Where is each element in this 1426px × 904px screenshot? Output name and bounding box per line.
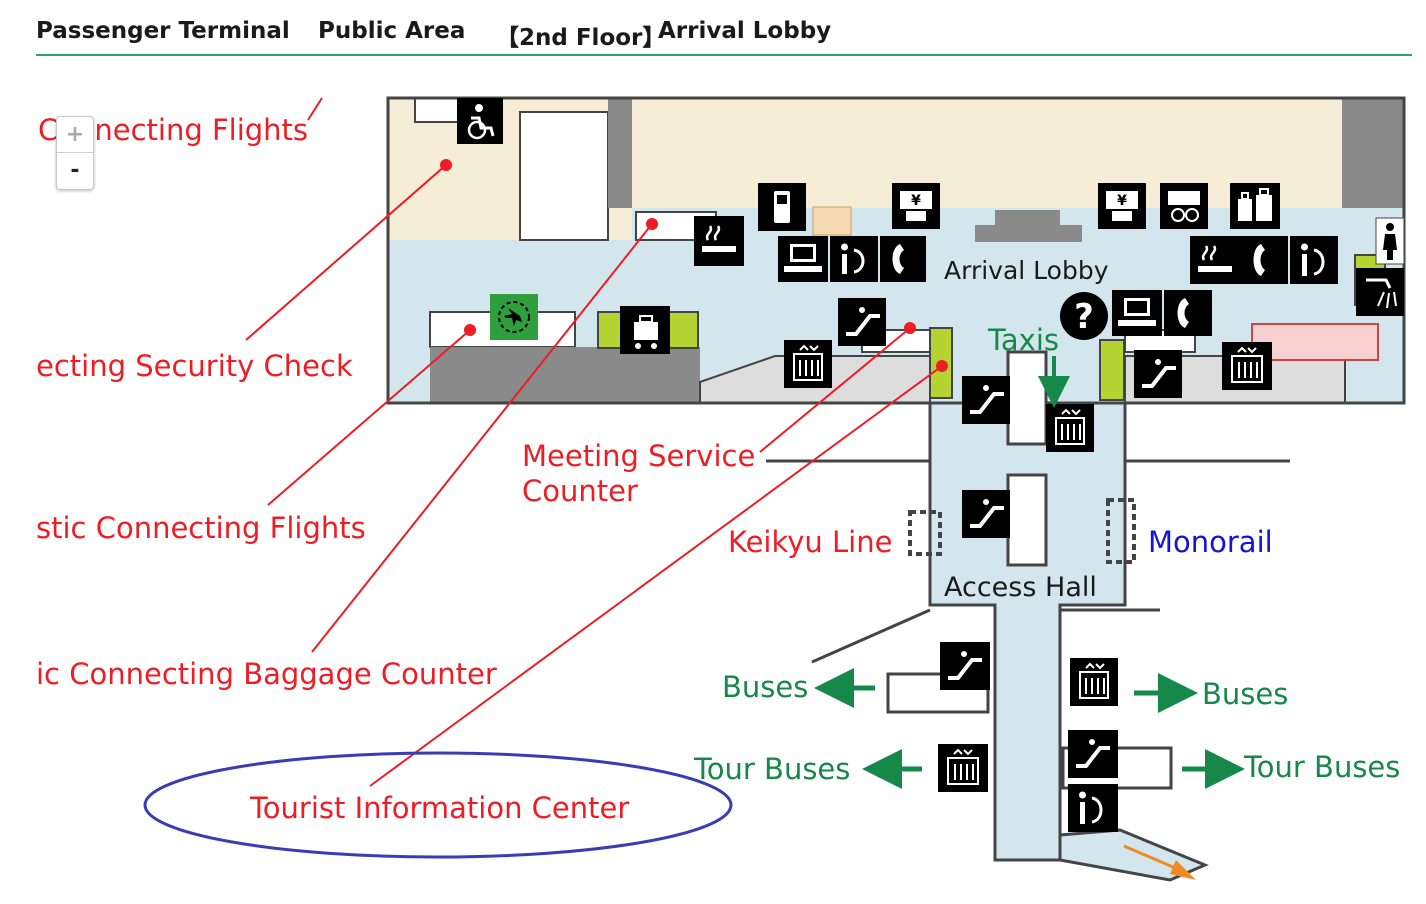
- smoking-icon[interactable]: [1190, 236, 1240, 284]
- svg-text:¥: ¥: [911, 193, 921, 209]
- mobile-phone-icon[interactable]: [758, 183, 806, 231]
- header-place: Arrival Lobby: [658, 18, 832, 44]
- label-tour-buses-left[interactable]: Tour Buses: [693, 752, 850, 786]
- information-icon[interactable]: [830, 236, 878, 282]
- telephone-icon[interactable]: [1164, 290, 1212, 336]
- escalator-icon[interactable]: [1134, 350, 1182, 398]
- restroom-icon[interactable]: [1375, 217, 1405, 265]
- information-icon[interactable]: [1290, 236, 1338, 284]
- atm-icon[interactable]: ¥: [1098, 183, 1146, 229]
- elevator-icon[interactable]: [1222, 342, 1272, 390]
- internet-terminal-icon[interactable]: [778, 236, 828, 282]
- zoom-in-button[interactable]: +: [57, 117, 93, 153]
- help-icon[interactable]: ?: [1060, 292, 1108, 340]
- elevator-icon[interactable]: [938, 744, 988, 792]
- label-meeting-service-counter[interactable]: Meeting Service: [522, 439, 755, 473]
- luggage-icon[interactable]: [1230, 183, 1280, 229]
- currency-exchange-icon[interactable]: [1160, 183, 1208, 229]
- escalator-icon[interactable]: [838, 298, 886, 346]
- telephone-icon[interactable]: [1240, 236, 1288, 284]
- access-corridor: [766, 329, 1290, 882]
- label-meeting-service-counter-line2[interactable]: Counter: [522, 474, 638, 508]
- atm-icon[interactable]: ¥: [892, 183, 940, 229]
- zoom-out-button[interactable]: -: [70, 158, 80, 183]
- telephone-icon[interactable]: [880, 236, 926, 282]
- internet-terminal-icon[interactable]: [1112, 290, 1162, 336]
- label-tourist-information-center[interactable]: Tourist Information Center: [249, 791, 629, 825]
- elevator-icon[interactable]: [1046, 404, 1094, 452]
- escalator-icon[interactable]: [1068, 730, 1118, 778]
- smoking-icon[interactable]: [694, 216, 744, 266]
- svg-text:¥: ¥: [1117, 193, 1127, 209]
- label-taxis[interactable]: Taxis: [987, 323, 1059, 357]
- escalator-icon[interactable]: [962, 490, 1010, 538]
- label-buses-right[interactable]: Buses: [1202, 677, 1288, 711]
- floor-header: Passenger Terminal Public Area 【2nd Floo…: [36, 18, 1412, 56]
- svg-text:?: ?: [1074, 297, 1094, 337]
- escalator-icon[interactable]: [962, 376, 1010, 424]
- label-access-hall: Access Hall: [944, 572, 1097, 603]
- leader-lines: [245, 97, 948, 787]
- escalator-icon[interactable]: [940, 642, 990, 690]
- header-terminal: Passenger Terminal: [36, 18, 290, 44]
- direction-arrows: [814, 356, 1245, 880]
- elevator-icon[interactable]: [784, 340, 832, 388]
- header-area: Public Area: [318, 18, 466, 44]
- label-tour-buses-right[interactable]: Tour Buses: [1243, 750, 1400, 784]
- shower-icon[interactable]: [1356, 268, 1404, 316]
- label-buses-left[interactable]: Buses: [722, 670, 808, 704]
- wheelchair-icon[interactable]: [457, 98, 503, 144]
- label-arrival-lobby: Arrival Lobby: [944, 256, 1109, 285]
- zoom-control: + -: [56, 116, 94, 190]
- baggage-cart-icon[interactable]: [620, 306, 670, 354]
- highlight-ellipse: [143, 751, 733, 859]
- label-monorail[interactable]: Monorail: [1148, 525, 1273, 559]
- label-connecting-security-check[interactable]: ecting Security Check: [36, 349, 353, 383]
- information-icon[interactable]: [1068, 784, 1118, 832]
- label-connecting-baggage-counter[interactable]: ic Connecting Baggage Counter: [36, 657, 497, 691]
- header-floor: 【2nd Floor】: [496, 25, 666, 51]
- label-keikyu-line[interactable]: Keikyu Line: [728, 525, 892, 559]
- label-domestic-connecting-flights[interactable]: stic Connecting Flights: [36, 511, 366, 545]
- elevator-icon[interactable]: [1070, 658, 1118, 706]
- transfer-flight-icon[interactable]: [490, 294, 538, 340]
